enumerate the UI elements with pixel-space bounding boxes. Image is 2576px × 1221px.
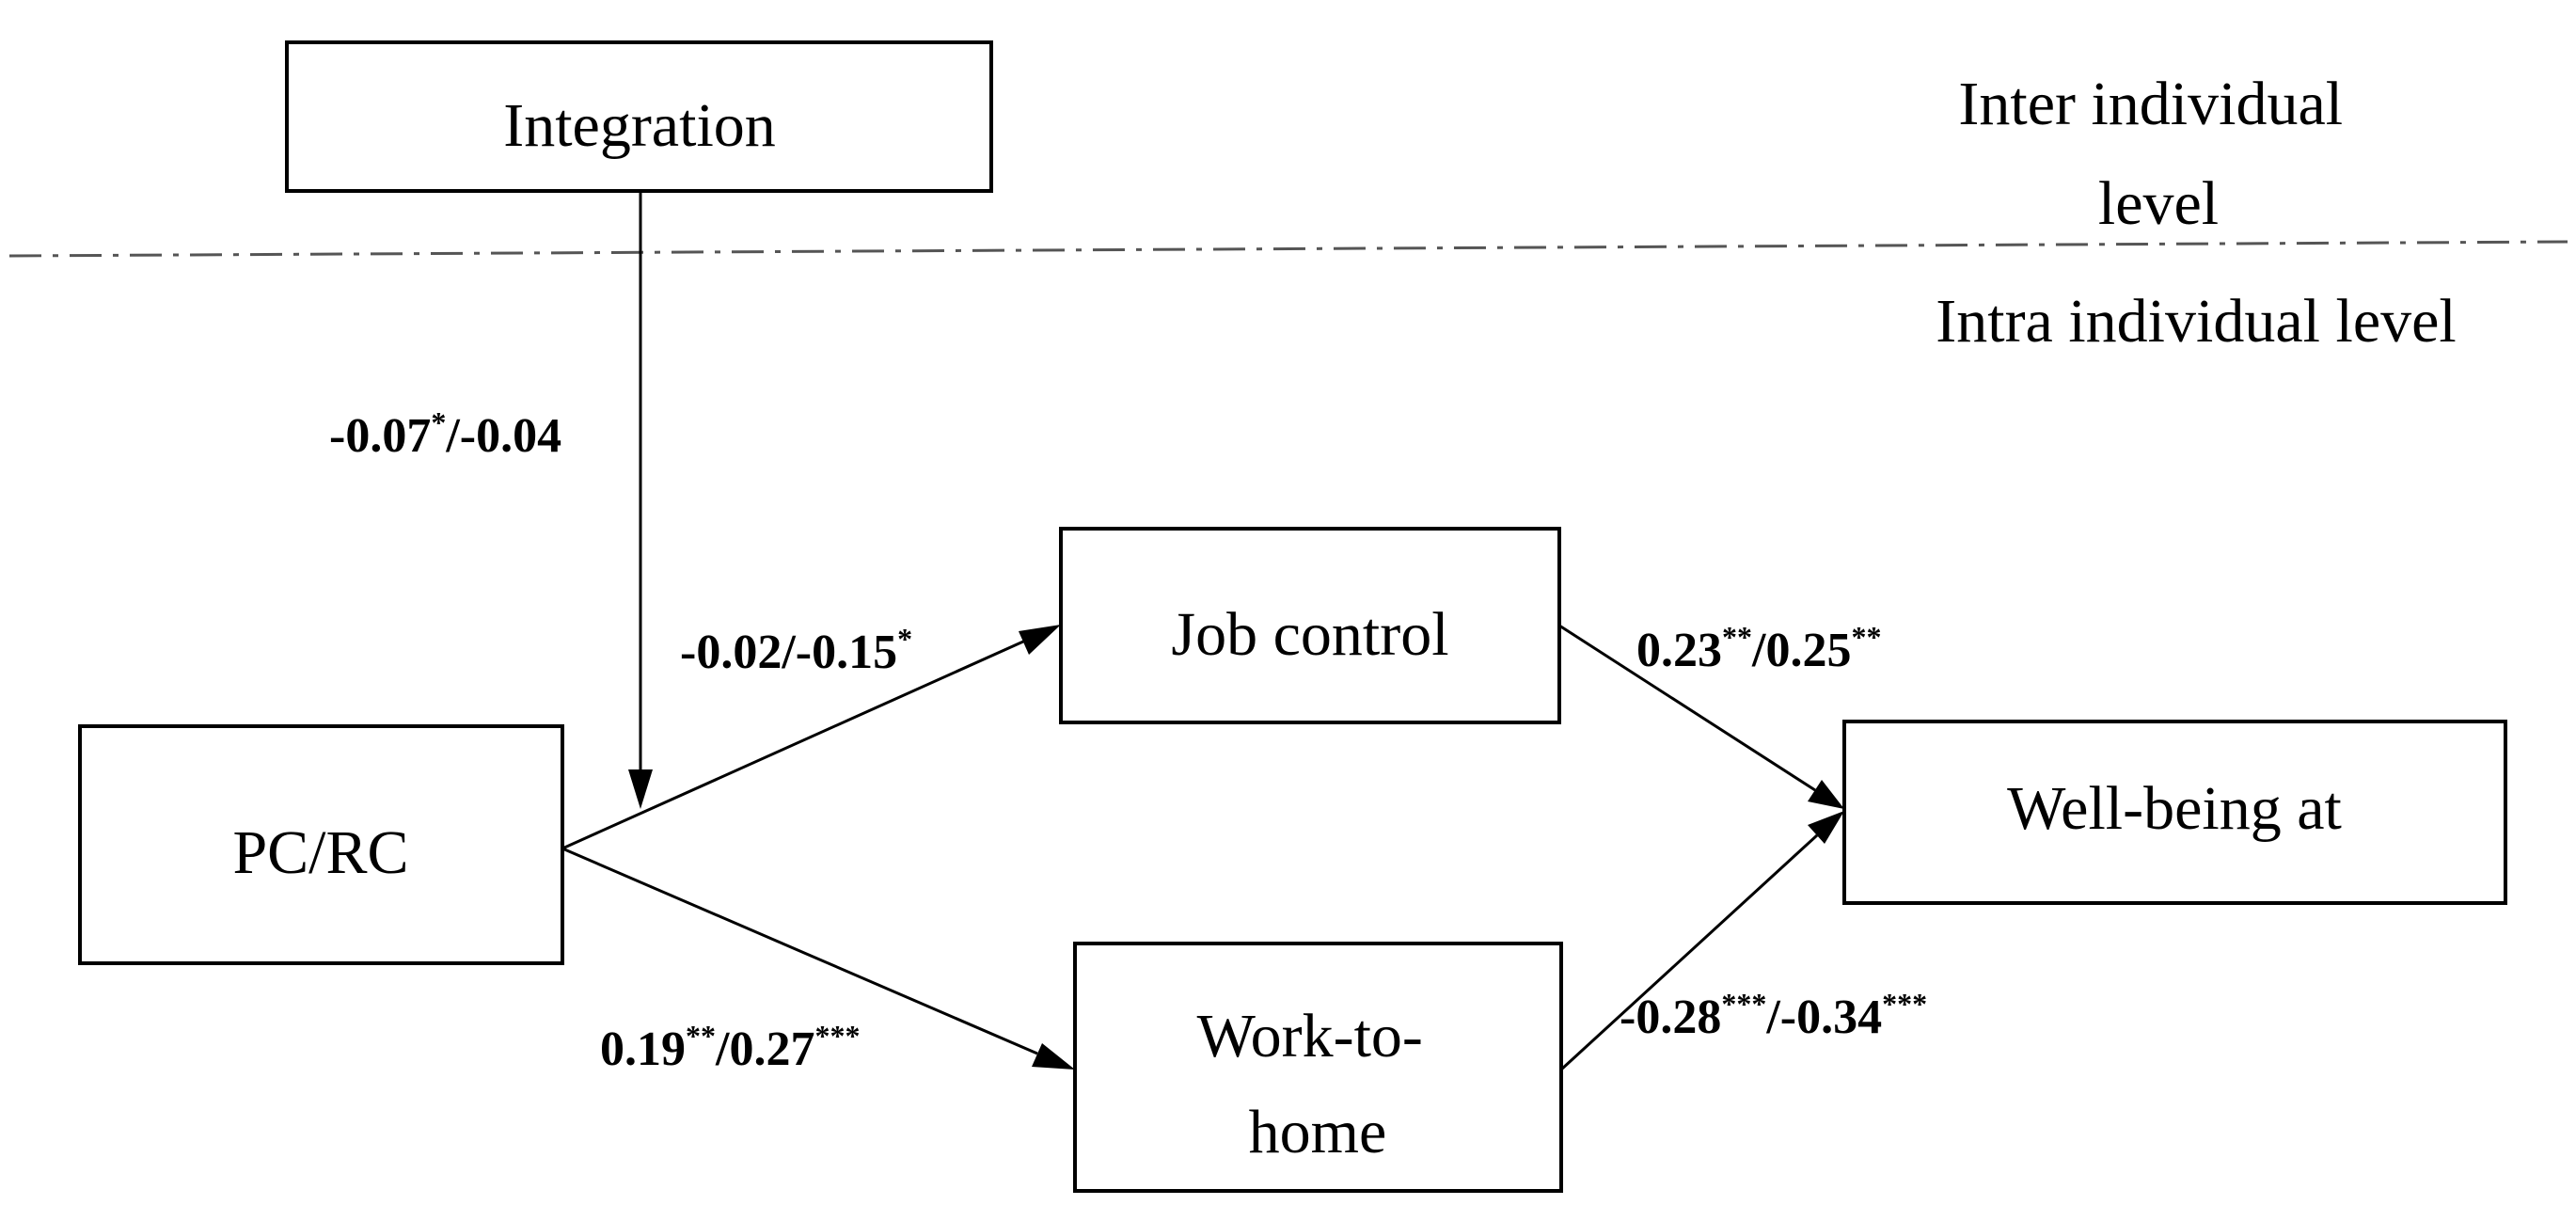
significance-stars: *** bbox=[1882, 987, 1927, 1021]
significance-stars: * bbox=[897, 622, 912, 656]
pcrc-to-work-to-home-arrowhead bbox=[1032, 1043, 1075, 1070]
integration-node: Integration bbox=[285, 40, 993, 193]
well-being-label: Well-being at bbox=[2007, 774, 2342, 843]
work-to-home-label: Work-to- home bbox=[1197, 1002, 1439, 1166]
moderation-coefficient: -0.07*/-0.04 bbox=[329, 405, 561, 463]
coefficient-value: -0.07 bbox=[329, 409, 431, 463]
job-control-node: Job control bbox=[1059, 527, 1561, 724]
integration-box bbox=[285, 40, 993, 193]
coefficient-value: 0.19 bbox=[600, 1023, 686, 1076]
work-to-home-label-line1: Work-to- bbox=[1197, 1002, 1423, 1070]
significance-stars: ** bbox=[686, 1019, 716, 1053]
significance-stars: *** bbox=[1721, 987, 1766, 1021]
moderation-arrowhead bbox=[628, 769, 653, 809]
well-being-node: Well-being at bbox=[1842, 720, 2507, 905]
inter-level-label: Inter individual level bbox=[1958, 70, 2358, 238]
inter-level-label-line1: Inter individual bbox=[1958, 70, 2343, 138]
intra-level-label: Intra individual level bbox=[1936, 287, 2457, 356]
pcrc-to-job-control-arrowhead bbox=[1019, 625, 1061, 655]
work-to-home-label-line2: home bbox=[1249, 1098, 1387, 1166]
significance-stars: ** bbox=[1851, 620, 1881, 654]
work-to-home-node: Work-to- home bbox=[1073, 942, 1563, 1193]
job-control-label: Job control bbox=[1171, 600, 1448, 669]
pcrc-to-work-to-home-arrow bbox=[561, 847, 1075, 1070]
moderation-arrow bbox=[628, 193, 653, 809]
job-control-to-well-being-arrowhead bbox=[1808, 780, 1844, 809]
coefficient-value: /-0.34 bbox=[1765, 991, 1882, 1044]
coefficient-value: /0.27 bbox=[715, 1023, 814, 1076]
coefficient-value: /0.25 bbox=[1751, 624, 1851, 677]
inter-level-label-line2: level bbox=[2098, 169, 2219, 238]
work-to-home-to-well-being-arrowhead bbox=[1808, 811, 1844, 844]
pcrc-to-job-control-coefficient: -0.02/-0.15* bbox=[680, 622, 912, 679]
coefficient-value: 0.23 bbox=[1636, 624, 1722, 677]
well-being-box bbox=[1842, 720, 2507, 905]
work-to-home-to-well-being-arrow bbox=[1559, 811, 1844, 1071]
level-divider bbox=[8, 240, 2568, 258]
job-control-to-well-being-coefficient: 0.23**/0.25** bbox=[1636, 620, 1881, 677]
pcrc-to-work-to-home-coefficient: 0.19**/0.27*** bbox=[600, 1019, 860, 1076]
coefficient-value: /-0.04 bbox=[445, 409, 561, 463]
significance-stars: * bbox=[431, 405, 446, 439]
coefficient-value: -0.02/-0.15 bbox=[680, 626, 897, 679]
significance-stars: ** bbox=[1722, 620, 1752, 654]
work-to-home-box bbox=[1073, 942, 1563, 1193]
pcrc-label: PC/RC bbox=[232, 818, 408, 887]
job-control-to-well-being-arrow bbox=[1558, 624, 1844, 809]
pcrc-to-job-control-arrow bbox=[561, 625, 1061, 850]
pcrc-node: PC/RC bbox=[78, 724, 564, 965]
significance-stars: *** bbox=[814, 1019, 860, 1053]
work-to-home-to-well-being-coefficient: -0.28***/-0.34*** bbox=[1620, 987, 1927, 1044]
job-control-box bbox=[1059, 527, 1561, 724]
coefficient-value: -0.28 bbox=[1620, 991, 1721, 1044]
integration-label: Integration bbox=[503, 91, 776, 160]
pcrc-box bbox=[78, 724, 564, 965]
